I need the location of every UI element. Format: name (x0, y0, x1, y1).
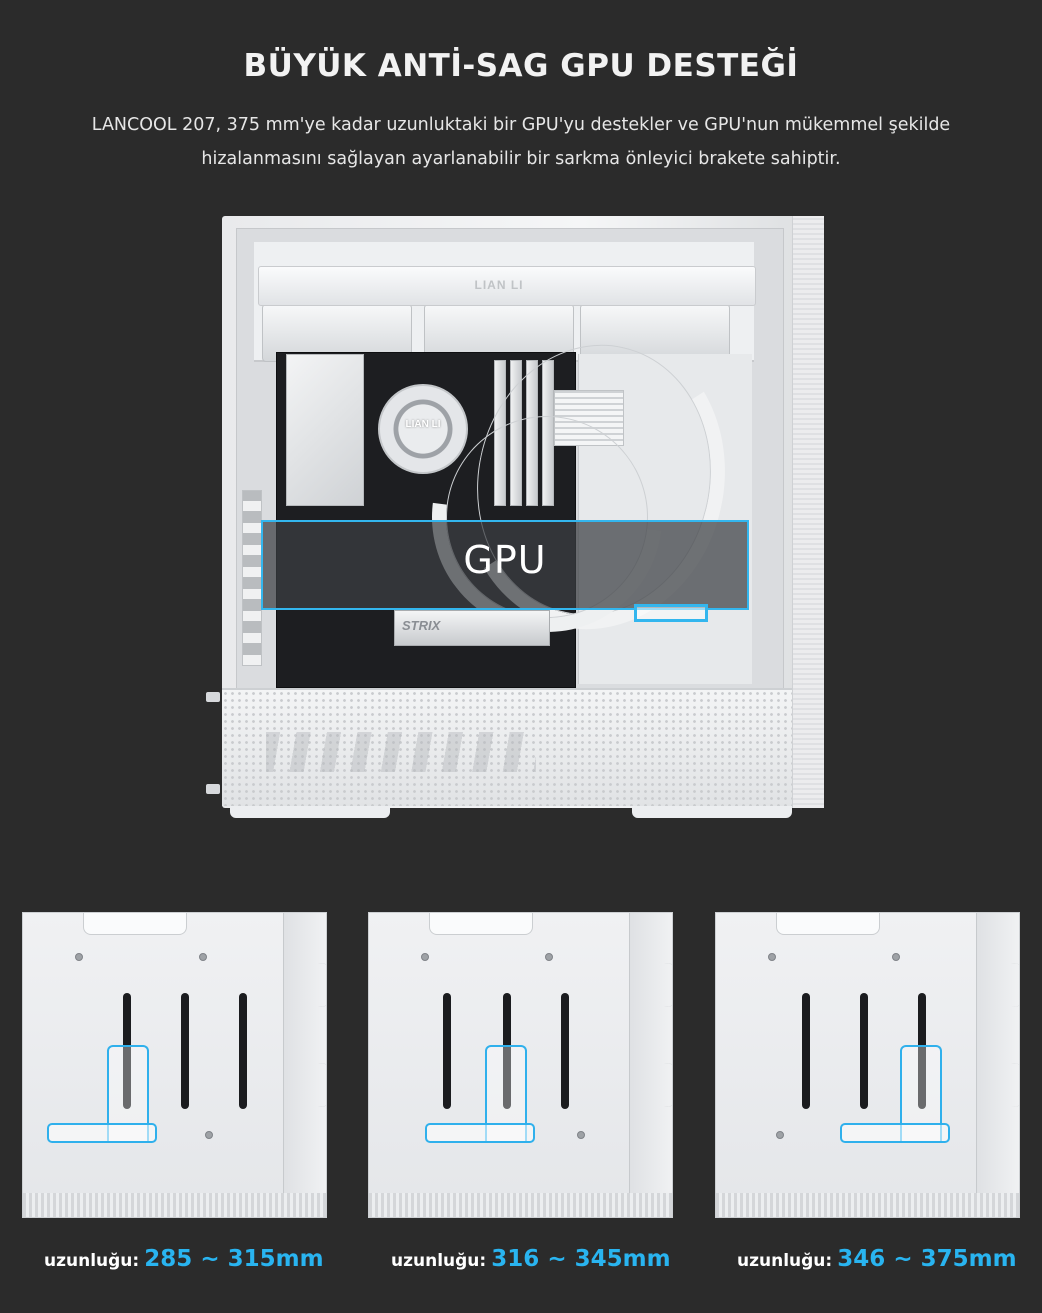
bracket-panel-3 (715, 912, 1020, 1218)
radiator (258, 266, 756, 306)
screw-icon (776, 1131, 784, 1139)
caption-key: uzunluğu: (391, 1251, 487, 1271)
bracket-slot (503, 993, 511, 1109)
io-port (206, 784, 220, 794)
bracket-slot (860, 993, 868, 1109)
bracket-slot (918, 993, 926, 1109)
caption-value: 285 ~ 315mm (144, 1246, 324, 1272)
fan-blade (639, 963, 672, 1007)
io-port (206, 692, 220, 702)
ram-stick (542, 360, 554, 506)
panel-caption-2: uzunluğu: 316 ~ 345mm (391, 1246, 671, 1272)
ram-stick (510, 360, 522, 506)
panel-clip (776, 913, 880, 935)
gpu-outline (261, 520, 749, 610)
bracket-horizontal (425, 1123, 535, 1143)
bracket-panel-1 (22, 912, 327, 1218)
fan-blade (986, 963, 1019, 1007)
ram-stick (526, 360, 538, 506)
panel-clip (83, 913, 187, 935)
gpu-label: GPU (463, 538, 547, 582)
chipset-cover (394, 610, 550, 646)
screw-icon (421, 953, 429, 961)
chipset-cover-text: STRIX (402, 618, 441, 633)
case-foot (632, 806, 792, 818)
screw-icon (892, 953, 900, 961)
caption-key: uzunluğu: (44, 1251, 140, 1271)
caption-key: uzunluğu: (737, 1251, 833, 1271)
screw-icon (205, 1131, 213, 1139)
panel-floor (369, 1193, 672, 1217)
panel-floor (716, 1193, 1019, 1217)
anti-sag-bracket-highlight (634, 604, 708, 622)
shroud-pattern (266, 732, 536, 772)
bracket-slot (443, 993, 451, 1109)
fan-blade (986, 1063, 1019, 1107)
bracket-horizontal (840, 1123, 950, 1143)
fan-blade (293, 1063, 326, 1107)
bracket-slot (802, 993, 810, 1109)
ram-stick (494, 360, 506, 506)
bracket-slot (123, 993, 131, 1109)
screw-icon (75, 953, 83, 961)
panel-floor (23, 1193, 326, 1217)
screw-icon (545, 953, 553, 961)
expansion-slots (242, 490, 262, 666)
panel-clip (429, 913, 533, 935)
page-title: BÜYÜK ANTİ-SAG GPU DESTEĞİ (243, 48, 799, 84)
fan-blade (293, 963, 326, 1007)
panel-caption-3: uzunluğu: 346 ~ 375mm (737, 1246, 1017, 1272)
screw-icon (199, 953, 207, 961)
caption-value: 316 ~ 345mm (491, 1246, 671, 1272)
pump-logo: LIAN LI (405, 419, 441, 430)
bracket-panel-2 (368, 912, 673, 1218)
vrm-heatsink (286, 354, 364, 506)
bracket-slot (561, 993, 569, 1109)
radiator-logo: LIAN LI (474, 278, 524, 292)
power-cables (554, 390, 624, 446)
fan-blade (639, 1063, 672, 1107)
bracket-slot (181, 993, 189, 1109)
screw-icon (577, 1131, 585, 1139)
pump-head (378, 384, 468, 474)
page-description: LANCOOL 207, 375 mm'ye kadar uzunluktaki… (40, 108, 1002, 176)
case-illustration: LIAN LI LIAN LI STRIX GPU (206, 214, 826, 818)
panel-caption-1: uzunluğu: 285 ~ 315mm (44, 1246, 324, 1272)
bracket-horizontal (47, 1123, 157, 1143)
front-mesh-panel (792, 216, 824, 808)
bracket-slot (239, 993, 247, 1109)
description-line-1: LANCOOL 207, 375 mm'ye kadar uzunluktaki… (91, 115, 951, 135)
description-line-2: hizalanmasını sağlayan ayarlanabilir bir… (201, 149, 841, 169)
case-foot (230, 806, 390, 818)
caption-value: 346 ~ 375mm (837, 1246, 1017, 1272)
screw-icon (768, 953, 776, 961)
psu-shroud (222, 688, 796, 806)
